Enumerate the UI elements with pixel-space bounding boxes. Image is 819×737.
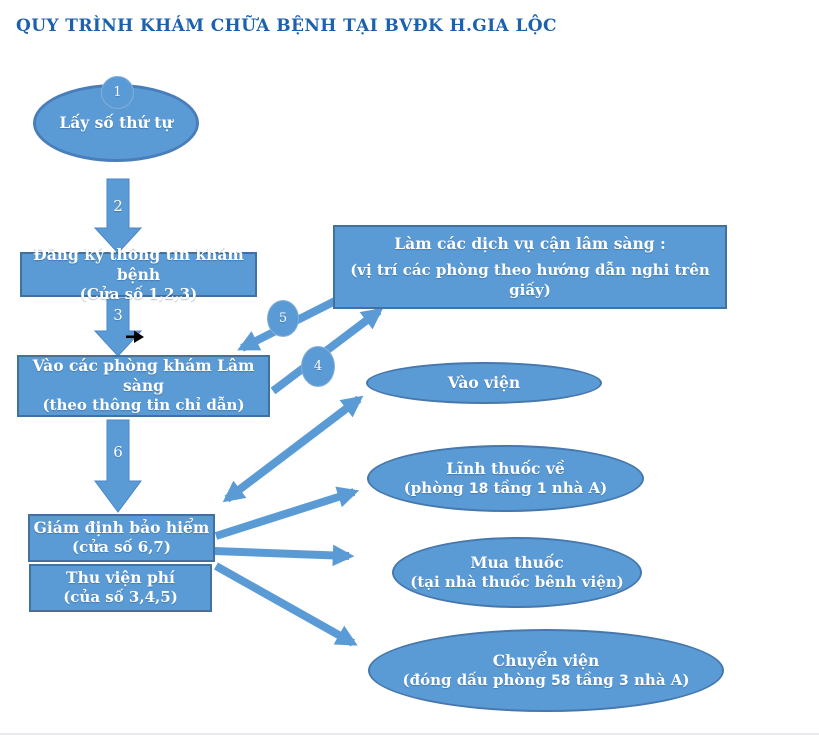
step-badge-1: 1: [101, 76, 134, 109]
node-pickup-line1: Lĩnh thuốc về: [446, 458, 565, 478]
mouse-cursor-icon: [126, 330, 144, 343]
arrow-2-label: 2: [113, 197, 123, 215]
node-pickup-medicine: Lĩnh thuốc về (phòng 18 tầng 1 nhà A): [367, 445, 644, 512]
page-title: QUY TRÌNH KHÁM CHỮA BỆNH TẠI BVĐK H.GIA …: [16, 16, 557, 36]
connector-fee-transfer: [214, 562, 358, 647]
node-register-line2: (Cửa số 1,2,3): [79, 284, 198, 303]
node-fee-line1: Thu viện phí: [66, 568, 175, 588]
node-paraclinical-line2: (vị trí các phòng theo hướng dẫn nghi tr…: [350, 261, 710, 299]
connector-insurance-admit: [222, 395, 364, 503]
node-paraclinical: Làm các dịch vụ cận lâm sàng : (vị trí c…: [333, 225, 727, 309]
node-fee-line2: (của số 3,4,5): [63, 588, 178, 607]
step-badge-5: 5: [267, 300, 299, 337]
node-insurance: Giám định bảo hiểm (cửa số 6,7): [28, 514, 215, 562]
node-clinic-line1: Vào các phòng khám Lâm sàng: [32, 356, 255, 396]
node-insurance-line1: Giám định bảo hiểm: [33, 518, 210, 538]
block-arrow-3: [93, 297, 143, 357]
node-transfer: Chuyển viện (đóng dấu phòng 58 tầng 3 nh…: [368, 629, 724, 712]
node-register-line1: Đăng ký thông tin khám bệnh: [33, 244, 244, 284]
step-badge-4: 4: [301, 346, 335, 387]
node-buy-line1: Mua thuốc: [470, 552, 564, 572]
node-transfer-line1: Chuyển viện: [492, 650, 600, 670]
node-register: Đăng ký thông tin khám bệnh (Cửa số 1,2,…: [20, 245, 257, 303]
node-fee: Thu viện phí (của số 3,4,5): [29, 564, 212, 612]
node-clinic-line2: (theo thông tin chỉ dẫn): [42, 396, 245, 415]
connector-insurance-pickup: [214, 486, 360, 540]
node-clinic-rooms: Vào các phòng khám Lâm sàng (theo thông …: [17, 355, 270, 417]
node-buy-medicine: Mua thuốc (tại nhà thuốc bênh viện): [392, 537, 642, 608]
node-pickup-line2: (phòng 18 tầng 1 nhà A): [403, 478, 608, 497]
node-admit-label: Vào viện: [447, 372, 521, 392]
window-bottom-edge: [0, 733, 819, 735]
arrow-6-label: 6: [113, 443, 123, 461]
node-paraclinical-line1: Làm các dịch vụ cận lâm sàng :: [394, 233, 666, 253]
node-transfer-line2: (đóng dấu phòng 58 tầng 3 nhà A): [402, 670, 690, 689]
node-buy-line2: (tại nhà thuốc bênh viện): [410, 572, 624, 591]
block-arrow-2: [93, 178, 143, 254]
node-take-number-label: Lấy số thứ tự: [59, 112, 173, 132]
node-admit: Vào viện: [366, 362, 602, 404]
node-insurance-line2: (cửa số 6,7): [72, 538, 171, 557]
arrow-3-label: 3: [113, 306, 123, 324]
connector-fee-buy: [213, 544, 355, 567]
block-arrow-6: [94, 419, 142, 513]
